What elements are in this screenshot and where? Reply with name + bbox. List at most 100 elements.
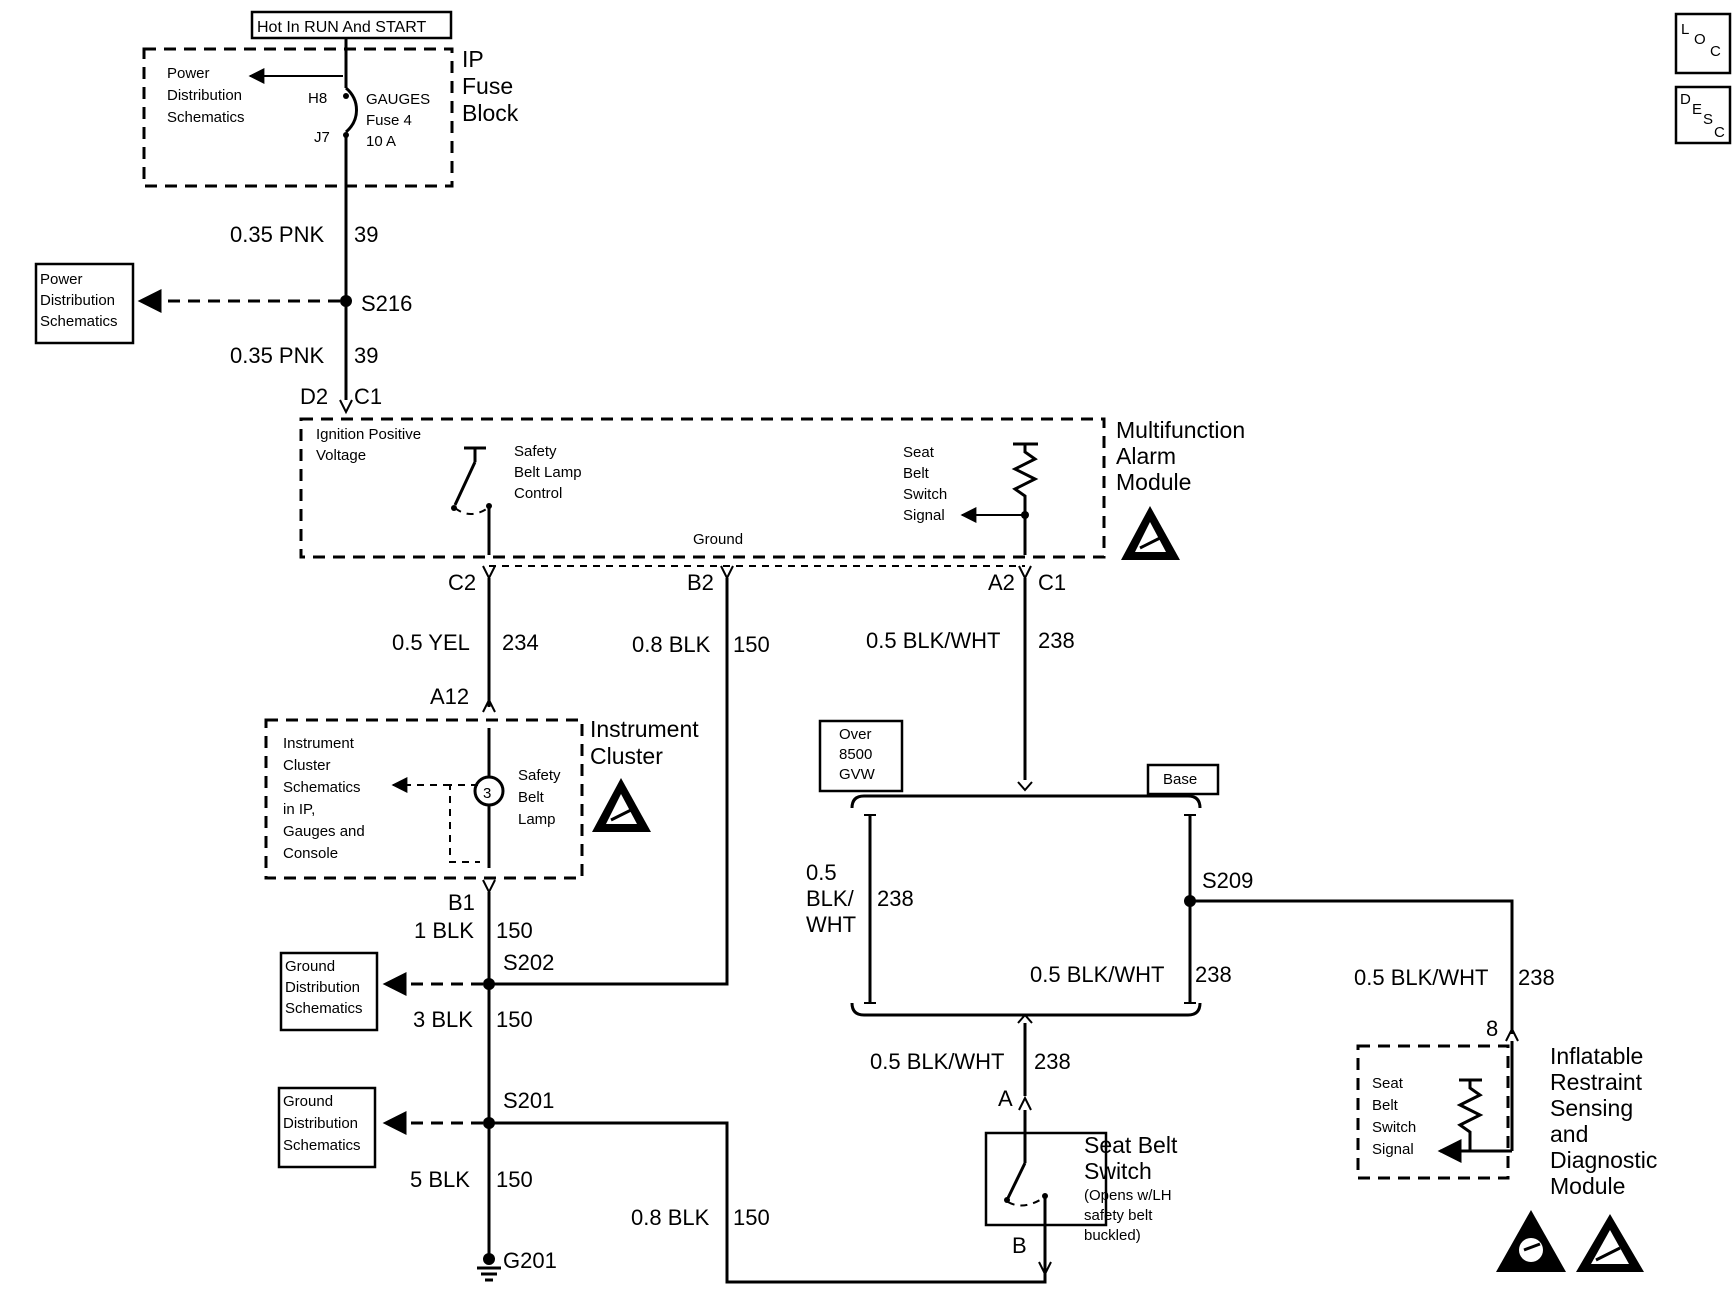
seat-belt-switch-arc bbox=[1007, 1199, 1041, 1207]
lamp-switch-pivot bbox=[451, 505, 457, 511]
svg-text:Schematics: Schematics bbox=[283, 779, 361, 796]
svg-text:Instrument: Instrument bbox=[283, 735, 355, 752]
wire-150-1-num: 150 bbox=[496, 918, 533, 943]
svg-text:Schematics: Schematics bbox=[167, 109, 245, 126]
fuse-terminal-h8-label: H8 bbox=[308, 90, 327, 107]
pin-a12-mark bbox=[482, 697, 496, 713]
svg-text:in IP,: in IP, bbox=[283, 801, 315, 818]
splice-s202-label: S202 bbox=[503, 950, 554, 975]
wire-234-num: 234 bbox=[502, 630, 539, 655]
svg-text:Distribution: Distribution bbox=[285, 979, 360, 996]
connector-c2-label: C2 bbox=[448, 570, 476, 595]
irsdm-seat-belt-switch-signal-label: Seat Belt Switch Signal bbox=[1372, 1075, 1416, 1158]
wire-150-3-num: 150 bbox=[496, 1007, 533, 1032]
wire-238-left-num: 238 bbox=[877, 886, 914, 911]
hot-in-run-label: Hot In RUN And START bbox=[257, 19, 426, 36]
svg-text:Gauges and: Gauges and bbox=[283, 823, 365, 840]
fuse-terminal-j7-label: J7 bbox=[314, 129, 330, 146]
wire-39-a-num: 39 bbox=[354, 222, 378, 247]
splice-s209-label: S209 bbox=[1202, 868, 1253, 893]
svg-text:GAUGES: GAUGES bbox=[366, 91, 430, 108]
esd-sensitive-icon bbox=[1576, 1214, 1644, 1272]
svg-text:(Opens w/LH: (Opens w/LH bbox=[1084, 1187, 1172, 1204]
seat-belt-switch-blade bbox=[1006, 1162, 1027, 1199]
svg-text:Belt: Belt bbox=[518, 789, 545, 806]
ic-schematics-label: Instrument Cluster Schematics in IP, Gau… bbox=[283, 735, 365, 862]
ic-internal-dashed bbox=[449, 784, 480, 863]
wire-39-a-spec: 0.35 PNK bbox=[230, 222, 324, 247]
connector-b-label: B bbox=[1012, 1233, 1027, 1258]
svg-text:Power: Power bbox=[167, 65, 210, 82]
svg-text:D: D bbox=[1680, 91, 1691, 108]
svg-text:8500: 8500 bbox=[839, 746, 872, 763]
svg-text:and: and bbox=[1550, 1121, 1588, 1147]
wire-238-mid-spec: 0.5 BLK/WHT bbox=[1030, 962, 1164, 987]
esd-sensitive-icon bbox=[1121, 506, 1180, 560]
lamp-bulb-glyph: 3 bbox=[483, 785, 491, 802]
wire-39-b-spec: 0.35 PNK bbox=[230, 343, 324, 368]
svg-text:L: L bbox=[1681, 21, 1689, 38]
seat-belt-switch-note: (Opens w/LH safety belt buckled) bbox=[1084, 1187, 1172, 1244]
hot-in-run-box bbox=[250, 10, 453, 40]
svg-text:Seat Belt: Seat Belt bbox=[1084, 1132, 1178, 1158]
wire-150-b2-spec: 0.8 BLK bbox=[632, 632, 711, 657]
pd-schematics-top-label: Power Distribution Schematics bbox=[167, 65, 245, 126]
option-merge-mark bbox=[1017, 1013, 1033, 1024]
svg-text:Instrument: Instrument bbox=[590, 716, 699, 742]
connector-b2-label: B2 bbox=[687, 570, 714, 595]
svg-text:BLK/: BLK/ bbox=[806, 886, 855, 911]
pin-a2-mark bbox=[1018, 565, 1032, 581]
connector-b1-label: B1 bbox=[448, 890, 475, 915]
gnd-dist-1-label: Ground Distribution Schematics bbox=[285, 958, 363, 1017]
svg-text:Schematics: Schematics bbox=[285, 1000, 363, 1017]
loc-button[interactable]: L O C bbox=[1674, 12, 1732, 75]
instrument-cluster-title: Instrument Cluster bbox=[590, 716, 699, 769]
svg-text:Console: Console bbox=[283, 845, 338, 862]
sir-warning-icon bbox=[1496, 1210, 1566, 1272]
splice-s216-dot bbox=[340, 295, 352, 307]
pd-schematics-left-box bbox=[34, 262, 135, 345]
svg-text:Module: Module bbox=[1116, 469, 1191, 495]
svg-text:Schematics: Schematics bbox=[40, 313, 118, 330]
wire-238-top-num: 238 bbox=[1038, 628, 1075, 653]
pin-b1-mark bbox=[482, 879, 496, 895]
desc-button[interactable]: D E S C bbox=[1674, 85, 1732, 145]
svg-text:Block: Block bbox=[462, 100, 519, 126]
gnd-dist-2-label: Ground Distribution Schematics bbox=[283, 1093, 361, 1154]
svg-text:IP: IP bbox=[462, 46, 484, 72]
svg-text:buckled): buckled) bbox=[1084, 1227, 1141, 1244]
splice-s216-label: S216 bbox=[361, 291, 412, 316]
irsdm-pullup-resistor bbox=[1456, 1080, 1484, 1151]
svg-text:Belt: Belt bbox=[1372, 1097, 1399, 1114]
svg-text:Distribution: Distribution bbox=[283, 1115, 358, 1132]
wire-150-08b-spec: 0.8 BLK bbox=[631, 1205, 710, 1230]
svg-text:Ground: Ground bbox=[285, 958, 335, 975]
connector-a2-label: A2 bbox=[988, 570, 1015, 595]
gnd-dist-2-box bbox=[277, 1086, 377, 1169]
svg-text:Schematics: Schematics bbox=[283, 1137, 361, 1154]
instrument-cluster-outline bbox=[264, 718, 584, 880]
wire-150-seat-belt-return bbox=[489, 1121, 1047, 1284]
svg-text:Switch: Switch bbox=[903, 486, 947, 503]
connector-d2-pin bbox=[339, 399, 353, 415]
gauges-fuse-label: GAUGES Fuse 4 10 A bbox=[366, 91, 430, 150]
irsdm-title: Inflatable Restraint Sensing and Diagnos… bbox=[1550, 1043, 1657, 1199]
mam-pullup-resistor bbox=[1011, 444, 1039, 555]
wire-238-left-spec: 0.5 BLK/ WHT bbox=[806, 860, 856, 937]
mam-seat-belt-switch-signal-label: Seat Belt Switch Signal bbox=[903, 444, 947, 524]
connector-d2-label: D2 bbox=[300, 384, 328, 409]
option-bracket-bottom bbox=[850, 1002, 1202, 1017]
multifunction-alarm-module-outline bbox=[299, 417, 1106, 559]
over-8500-gvw-box bbox=[818, 719, 904, 793]
wire-150-5-num: 150 bbox=[496, 1167, 533, 1192]
svg-text:Cluster: Cluster bbox=[590, 743, 663, 769]
wire-150-5-spec: 5 BLK bbox=[410, 1167, 470, 1192]
ign-positive-label: Ignition Positive Voltage bbox=[316, 426, 421, 464]
wire-150-b2-num: 150 bbox=[733, 632, 770, 657]
lamp-switch-blade bbox=[453, 461, 477, 506]
svg-text:Restraint: Restraint bbox=[1550, 1069, 1643, 1095]
svg-text:Belt Lamp: Belt Lamp bbox=[514, 464, 582, 481]
svg-text:Diagnostic: Diagnostic bbox=[1550, 1147, 1657, 1173]
gnd-dist-1-box bbox=[279, 951, 379, 1032]
